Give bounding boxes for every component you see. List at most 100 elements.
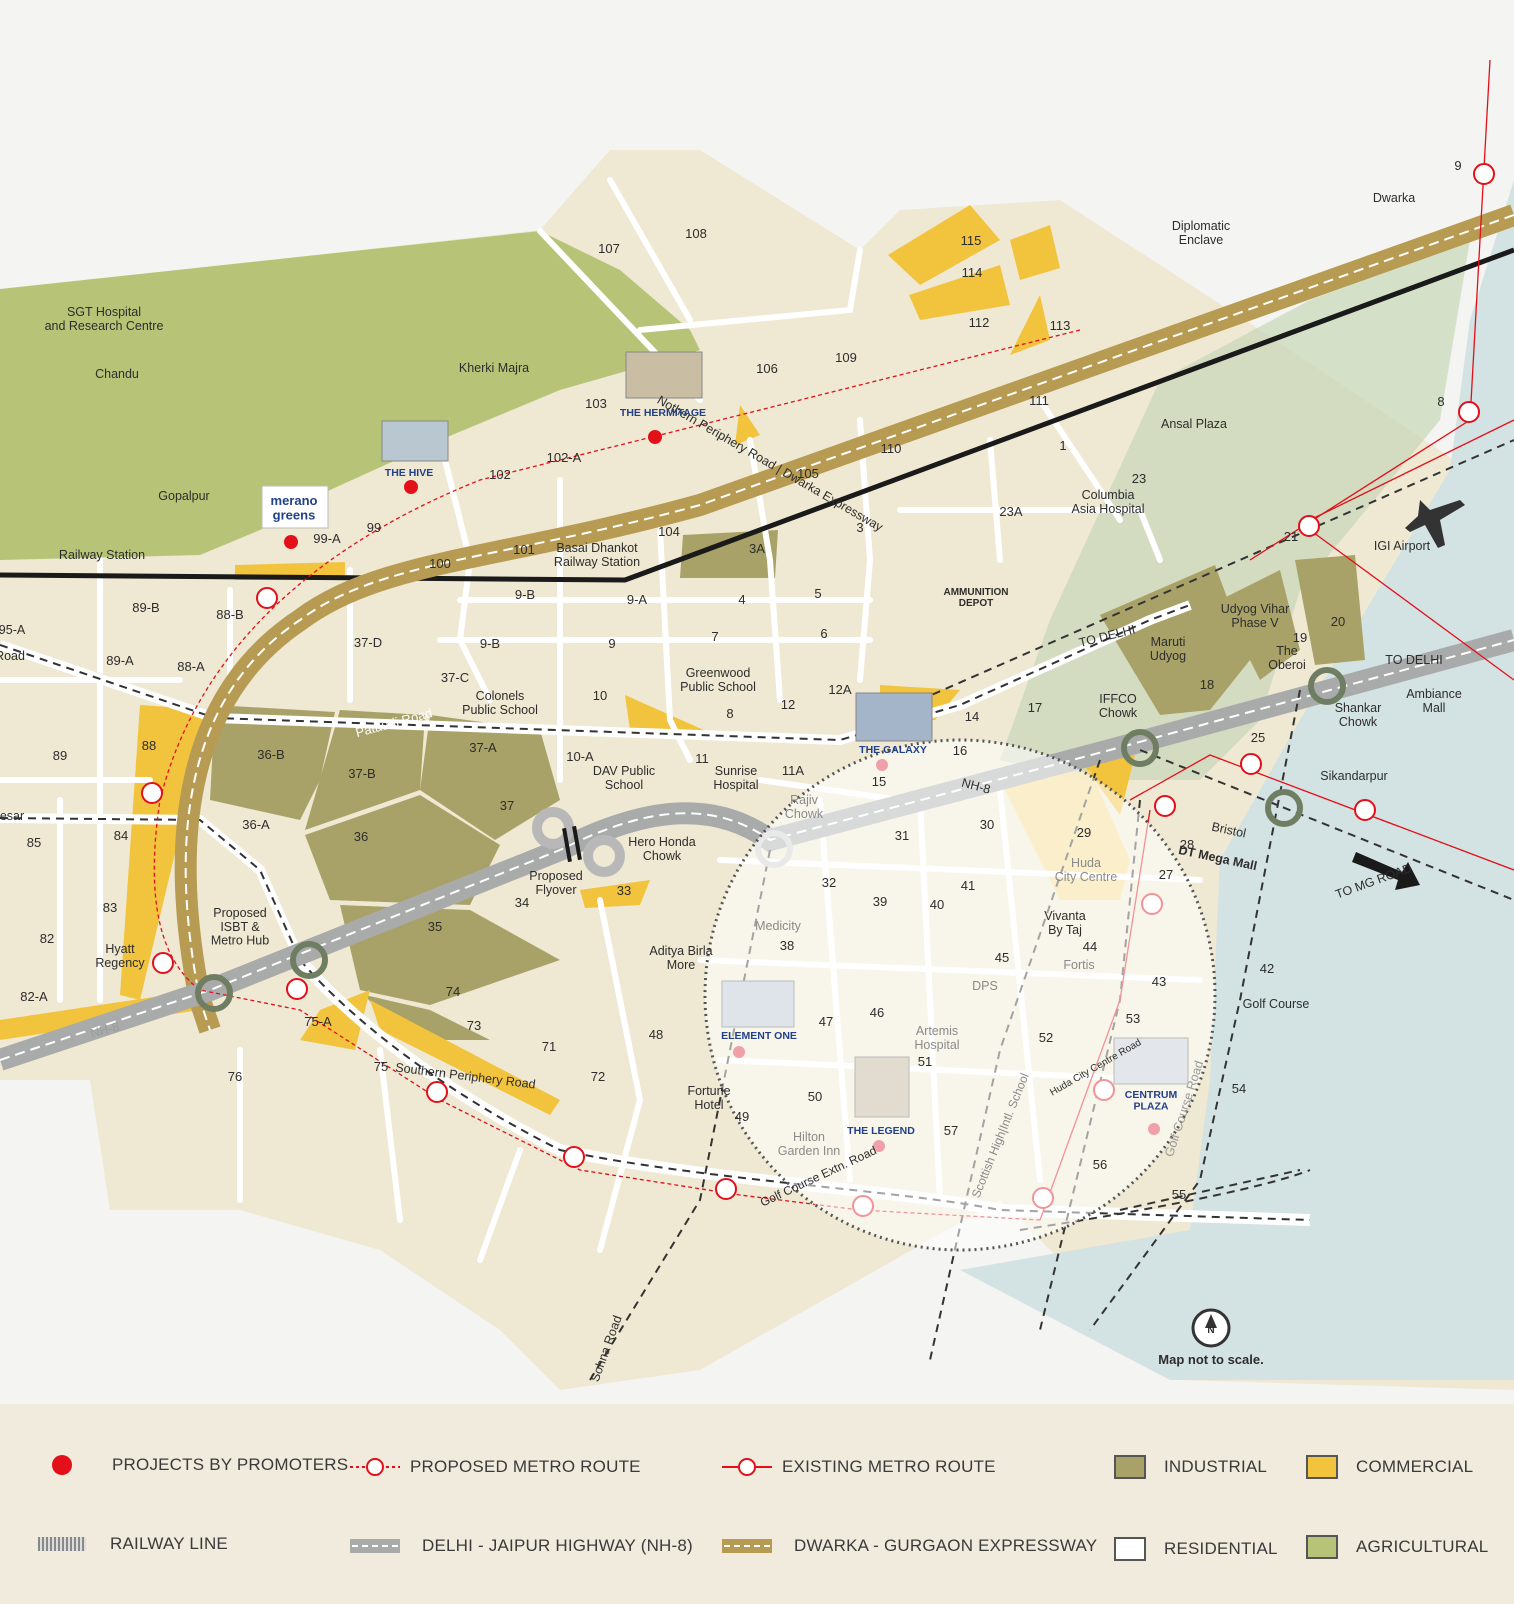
- industrial-blocks: [210, 530, 1365, 1040]
- legend-label: RAILWAY LINE: [110, 1534, 228, 1553]
- project-label: THE HIVE: [385, 467, 433, 479]
- sector-label: 89-A: [106, 653, 134, 668]
- sector-label: 40: [930, 897, 944, 912]
- sector-label: 73: [467, 1018, 481, 1033]
- legend-railway: RAILWAY LINE: [38, 1529, 228, 1559]
- proposed-metro-icon: [350, 1458, 400, 1476]
- project-dots-faded: [733, 759, 1160, 1152]
- sector-label: 37-A: [469, 740, 497, 755]
- legend-label: EXISTING METRO ROUTE: [782, 1457, 996, 1476]
- project-label: THE LEGEND: [847, 1125, 915, 1137]
- sector-label: 12A: [828, 682, 851, 697]
- commercial-swatch: [1306, 1455, 1338, 1479]
- sector-label: 75: [374, 1059, 388, 1074]
- sector-label: 56: [1093, 1157, 1107, 1172]
- expressway-icon: [722, 1539, 772, 1553]
- sector-label: 9-A: [627, 592, 648, 607]
- legend-industrial: INDUSTRIAL: [1114, 1452, 1267, 1482]
- sector-label: 23A: [999, 504, 1022, 519]
- place-label: Kherki Majra: [459, 361, 529, 375]
- sector-label: 7: [711, 629, 718, 644]
- place-label: DPS: [972, 979, 998, 993]
- place-label: Golf Course: [1243, 997, 1310, 1011]
- sector-label: 111: [1029, 393, 1049, 408]
- project-label: THE GALAXY: [859, 744, 927, 756]
- airplane-icon: [1405, 500, 1465, 548]
- sector-label: 84: [114, 828, 128, 843]
- sector-label: 76: [228, 1069, 242, 1084]
- sector-label: 46: [870, 1005, 884, 1020]
- sector-label: 88: [142, 738, 156, 753]
- sector-label: 11: [695, 751, 709, 766]
- project-dots: [284, 430, 662, 549]
- place-label: Gopalpur: [158, 489, 209, 503]
- airport-green-zone: [1000, 240, 1470, 780]
- sector-label: 107: [598, 241, 620, 256]
- agricultural-swatch: [1306, 1535, 1338, 1559]
- sector-label: 82: [40, 931, 54, 946]
- sector-label: 37-D: [354, 635, 382, 650]
- sector-label: 30: [980, 817, 994, 832]
- sector-label: 48: [649, 1027, 663, 1042]
- place-label: IGI Airport: [1374, 539, 1431, 553]
- sector-label: 89-B: [132, 600, 159, 615]
- sector-label: 101: [513, 542, 535, 557]
- industrial-swatch: [1114, 1455, 1146, 1479]
- project-dot-icon: [52, 1455, 72, 1475]
- sector-label: 38: [780, 938, 794, 953]
- sector-label: 25: [1251, 730, 1265, 745]
- place-label: Road: [0, 649, 25, 663]
- sector-label: 74: [446, 984, 460, 999]
- sector-label: 32: [822, 875, 836, 890]
- sector-label: 43: [1152, 974, 1166, 989]
- sector-label: 85: [27, 835, 41, 850]
- agricultural-land: [0, 231, 700, 560]
- legend-expressway: DWARKA - GURGAON EXPRESSWAY: [722, 1531, 1097, 1561]
- sector-label: 83: [103, 900, 117, 915]
- railway-line: [0, 247, 1514, 583]
- sector-label: 37-C: [441, 670, 469, 685]
- sector-label: 108: [685, 226, 707, 241]
- sector-label: 103: [585, 396, 607, 411]
- project-label: ELEMENT ONE: [721, 1030, 797, 1042]
- place-label: 95-A: [0, 623, 26, 637]
- sector-label: 1: [1059, 438, 1066, 453]
- sector-label: 105: [797, 466, 819, 481]
- sector-label: 23: [1132, 471, 1146, 486]
- sector-label: 19: [1293, 630, 1307, 645]
- sector-label: 10: [593, 688, 607, 703]
- sector-label: 113: [1050, 318, 1071, 333]
- sector-label: 17: [1028, 700, 1042, 715]
- sector-label: 6: [820, 626, 827, 641]
- sector-label: 55: [1172, 1187, 1186, 1202]
- legend-label: PROJECTS BY PROMOTERS: [112, 1455, 349, 1474]
- sector-label: 5: [814, 586, 821, 601]
- place-label: Fortis: [1063, 958, 1094, 972]
- airport-zone: [960, 180, 1514, 1380]
- sector-label: 37-B: [348, 766, 375, 781]
- scale-note: Map not to scale.: [1158, 1352, 1263, 1367]
- sector-label: 100: [429, 556, 451, 571]
- sector-label: 31: [895, 828, 909, 843]
- arrow-to-mg-road-icon: [1352, 852, 1420, 890]
- sector-label: 37: [500, 798, 514, 813]
- sector-label: 53: [1126, 1011, 1140, 1026]
- sector-label: 35: [428, 919, 442, 934]
- sector-label: 109: [835, 350, 857, 365]
